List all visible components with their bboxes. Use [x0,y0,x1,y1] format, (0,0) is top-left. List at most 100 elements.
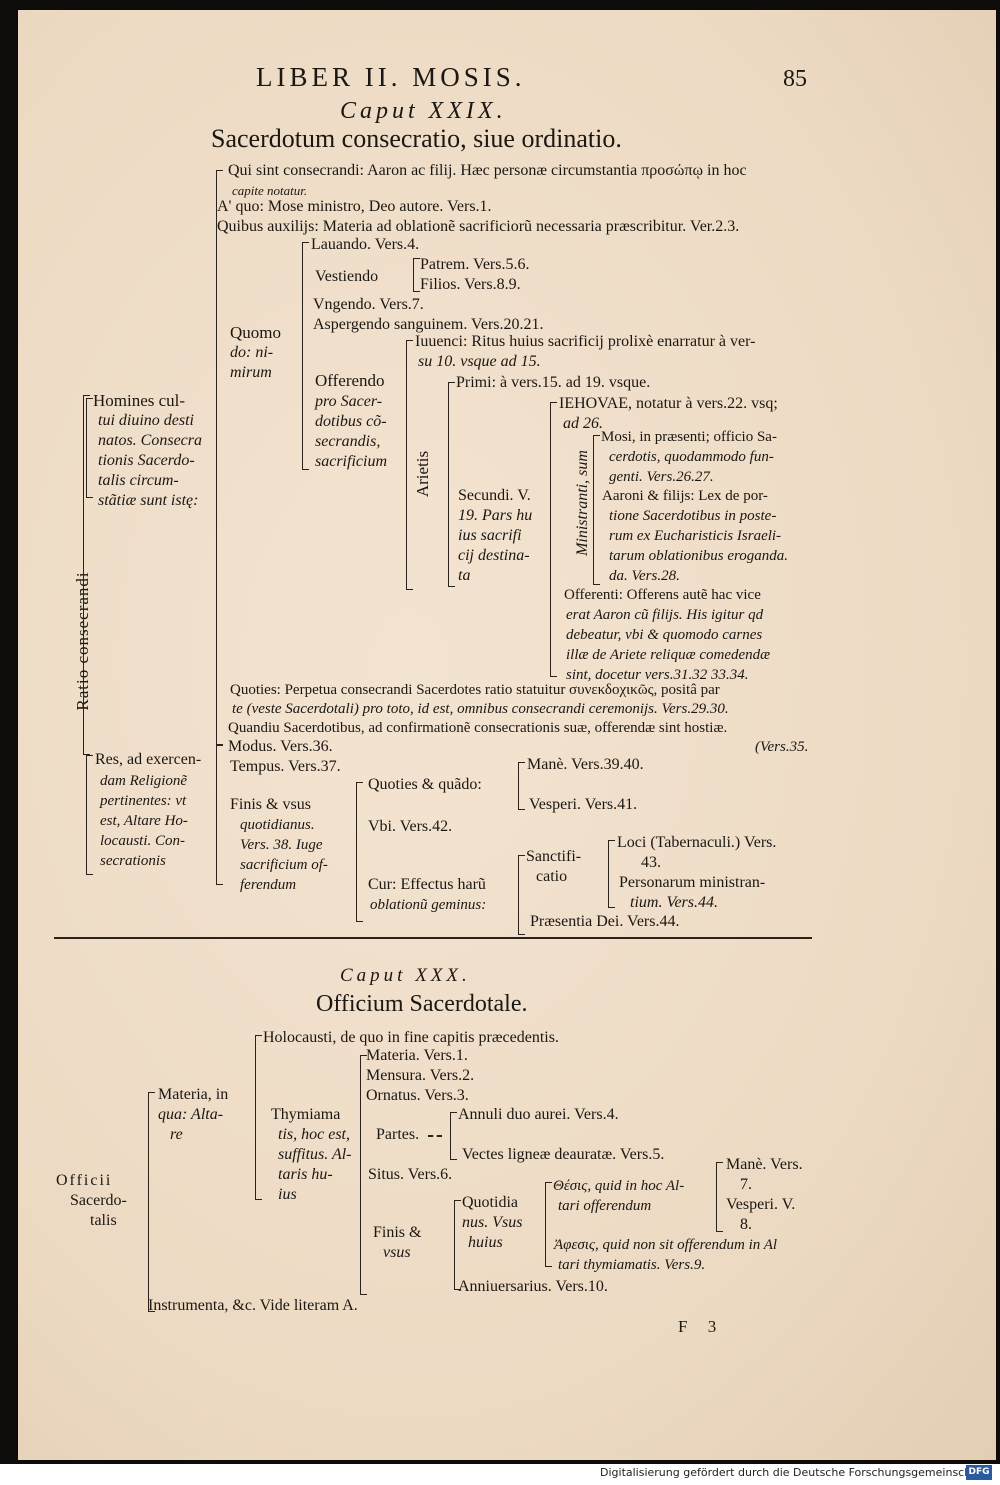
a-quo: A' quo: Mose ministro, Deo autore. Vers.… [217,198,492,215]
brace-arietis [448,382,455,587]
aspergendo: Aspergendo sanguinem. Vers.20.21. [313,316,544,333]
brace-secundi [550,402,557,677]
offerendo-line: dotibus cõ- [315,413,387,430]
offerenti-line: Offerenti: Offerens autẽ hac vice [564,587,761,603]
chapter-heading-30: Caput XXX. [340,965,471,986]
quoties: Quoties: Perpetua consecrandi Sacerdotes… [230,682,720,698]
thymiama-line: tis, hoc est, [278,1126,350,1143]
offerendo-line: sacrificium [315,453,387,470]
res-line: locausti. Con- [100,833,185,849]
offerenti-line: illæ de Ariete reliquæ comedendæ [566,647,771,663]
thymiama-line: ius [278,1186,297,1203]
res-line: Res, ad exercen- [95,751,202,768]
aaroni-line: Aaroni & filijs: Lex de por- [602,488,768,504]
quandiu: Quandiu Sacerdotibus, ad confirmationẽ c… [228,720,728,736]
qui-sint: Qui sint consecrandi: Aaron ac filij. Hæ… [228,162,747,179]
brace-ratio [83,395,90,755]
brace-officii [148,1092,155,1312]
brace-ministranti [593,435,600,585]
brace-finis-30 [454,1200,461,1290]
anniuersarius: Anniuersarius. Vers.10. [458,1278,608,1295]
secundi-line: cij destina- [458,547,530,564]
arietis-label: Arietis [413,450,432,498]
book-page: LIBER II. MOSIS. 85 Caput XXIX. Sacerdot… [18,10,996,1460]
filios: Filios. Vers.8.9. [420,276,521,293]
qui-sint-cont: capite notatur. [232,183,308,198]
chapter-title-30: Officium Sacerdotale. [316,991,528,1017]
secundi-line: ta [458,567,471,584]
running-title: LIBER II. MOSIS. [256,62,526,92]
annuli: Annuli duo aurei. Vers.4. [458,1106,619,1123]
materia-v: Materia. Vers.1. [366,1047,468,1064]
finis-line: Finis & vsus [230,796,311,813]
personarum-cont: tium. Vers.44. [630,894,718,911]
brace-materia [255,1035,262,1200]
quibus: Quibus auxilijs: Materia ad oblationẽ sa… [217,218,740,235]
quotidianus-line: nus. Vsus [462,1214,523,1231]
res-line: est, Altare Ho- [100,813,188,829]
aaroni-line: rum ex Eucharisticis Israeli- [609,528,782,544]
vesperi: Vesperi. Vers.41. [529,796,638,813]
vesperi-30: Vesperi. V. [726,1196,796,1213]
sanctificatio-cont: catio [536,868,568,885]
chapter-heading: Caput XXIX. [340,98,507,124]
brace-quomodo [302,242,309,470]
finis-line: quotidianus. [240,817,315,833]
mosi-line: Mosi, in præsenti; officio Sa- [601,429,777,445]
brace-quotidianus [545,1182,552,1267]
iehovae: IEHOVAE, notatur à vers.22. vsq; [559,395,778,412]
modus: Modus. Vers.36. [228,738,333,755]
brace-homines-main [216,170,223,745]
holocausti: Holocausti, de quo in fine capitis præce… [263,1029,559,1046]
res-line: dam Religionẽ [100,773,188,789]
aaroni-line: da. Vers.28. [609,568,680,584]
finis-line: ferendum [240,877,297,893]
offerendo-line: Offerendo [315,371,385,390]
brace-homines [86,398,93,498]
officii-line: Sacerdo- [70,1192,127,1209]
brace-thesis [716,1162,723,1232]
brace-cur [518,855,525,935]
homines-line: tui diuino desti [98,412,194,429]
secundi-line: Secundi. V. [458,487,531,504]
quomodo-line: do: ni- [230,344,274,361]
aphesis: Ἀφεσις, quid non sit offerendum in Al [554,1237,778,1253]
brace-finis [356,782,363,922]
secundi-line: ius sacrifi [458,527,522,544]
partes: Partes. [376,1126,420,1143]
thesis-cont: tari offerendum [558,1198,652,1214]
materia-line: re [170,1126,183,1143]
finis-vsus-cont: vsus [383,1244,411,1261]
vbi: Vbi. Vers.42. [368,818,453,835]
thymiama-line: suffitus. Al- [278,1146,352,1163]
vectes: Vectes ligneæ deauratæ. Vers.5. [462,1146,665,1163]
sanctificatio: Sanctifi- [526,848,582,865]
thesis: Θέσις, quid in hoc Al- [553,1178,685,1194]
ornatus: Ornatus. Vers.3. [366,1087,469,1104]
materia-line: qua: Alta- [158,1106,224,1123]
quoties-quando: Quoties & quãdo: [368,776,482,793]
loci-cont: 43. [641,854,661,871]
offerendo-line: secrandis, [315,433,381,450]
brace-res [86,755,93,875]
mosi-line: genti. Vers.26.27. [609,469,714,485]
dfg-logo: DFG [966,1465,992,1480]
homines-line: talis circum- [98,472,179,489]
page-number: 85 [783,66,807,92]
res-line: secrationis [100,853,166,869]
lauando: Lauando. Vers.4. [311,236,420,253]
brace-sanctificatio [608,840,615,908]
cur-cont: oblationũ geminus: [370,897,487,913]
mensura: Mensura. Vers.2. [366,1067,475,1084]
homines-line: tionis Sacerdo- [98,452,195,469]
brace-res-main [216,745,223,885]
mane: Manè. Vers.39.40. [527,756,644,773]
offerenti-line: erat Aaron cũ filijs. His igitur qd [566,607,764,623]
vngendo: Vngendo. Vers.7. [313,296,424,313]
offerenti-line: debeatur, vbi & quomodo carnes [566,627,763,643]
brace-quando [518,762,525,810]
materia-line: Materia, in [158,1086,229,1103]
aaroni-line: tione Sacerdotibus in poste- [609,508,777,524]
finis-line: sacrificium of- [240,857,328,873]
situs: Situs. Vers.6. [368,1166,453,1183]
